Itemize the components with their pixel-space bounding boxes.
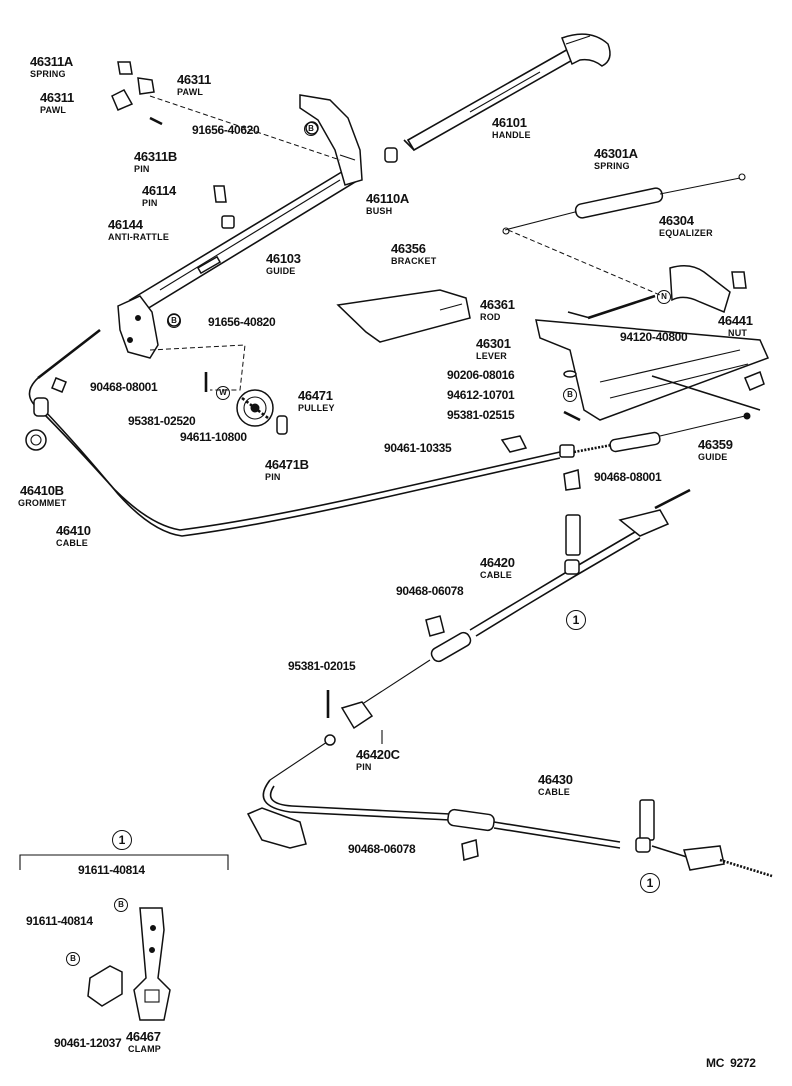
- part-name-46144: ANTI-RATTLE: [108, 232, 170, 242]
- pulley-part: [204, 372, 288, 435]
- part-number-46410B: 46410B: [20, 483, 64, 498]
- cable-46430: [246, 734, 773, 878]
- ref-90206-08016: 90206-08016: [447, 368, 515, 382]
- part-name-46359: GUIDE: [698, 452, 728, 462]
- ref-90468-08001-a: 90468-08001: [90, 380, 158, 394]
- part-number-46301A: 46301A: [594, 146, 638, 161]
- badge-n: N: [657, 290, 671, 304]
- ref-90461-12037: 90461-12037: [54, 1036, 122, 1050]
- ref-95381-02015: 95381-02015: [288, 659, 356, 673]
- part-name-46103: GUIDE: [266, 266, 296, 276]
- part-name-46467: CLAMP: [128, 1044, 161, 1054]
- ref-94120-40800: 94120-40800: [620, 330, 688, 344]
- part-number-46359: 46359: [698, 437, 733, 452]
- badge-b-3: B: [563, 388, 577, 402]
- ref-90461-10335: 90461-10335: [384, 441, 452, 455]
- badge-b-4: B: [114, 898, 128, 912]
- part-name-46410: CABLE: [56, 538, 88, 548]
- part-number-46471: 46471: [298, 388, 333, 403]
- part-name-46110A: BUSH: [366, 206, 393, 216]
- part-name-46420: CABLE: [480, 570, 512, 580]
- part-number-46301: 46301: [476, 336, 511, 351]
- part-number-46103: 46103: [266, 251, 301, 266]
- small-lever-parts: [500, 370, 581, 453]
- part-name-46356: BRACKET: [391, 256, 437, 266]
- part-number-46356: 46356: [391, 241, 426, 256]
- badge-b-1: B: [304, 122, 318, 136]
- ref-91611-40814-a: 91611-40814: [78, 863, 145, 877]
- spring-part: [502, 173, 746, 235]
- lever-guide-part: [535, 319, 770, 421]
- ref-91656-40620: 91656-40620: [192, 123, 260, 137]
- part-number-46311-right: 46311: [177, 72, 211, 87]
- part-name-46430: CABLE: [538, 787, 570, 797]
- part-number-46101: 46101: [492, 115, 527, 130]
- callout-1-lower: 1: [640, 873, 660, 893]
- handle-part: [403, 33, 611, 152]
- part-name-46471: PULLEY: [298, 403, 335, 413]
- part-number-46441: 46441: [718, 313, 753, 328]
- part-name-46301: LEVER: [476, 351, 508, 361]
- ref-91656-40820: 91656-40820: [208, 315, 276, 329]
- part-name-46311B: PIN: [134, 164, 150, 174]
- part-number-46311B: 46311B: [134, 149, 178, 164]
- part-number-46410: 46410: [56, 523, 91, 538]
- guide-lever-part: [117, 94, 363, 359]
- ref-90468-06078-b: 90468-06078: [348, 842, 416, 856]
- ref-94611-10800: 94611-10800: [180, 430, 247, 444]
- clamp-detail: [87, 907, 171, 1021]
- badge-w: W: [216, 386, 230, 400]
- part-name-46311A: SPRING: [30, 69, 66, 79]
- part-name-46441: NUT: [728, 328, 748, 338]
- ref-91611-40814-b: 91611-40814: [26, 914, 93, 928]
- dashed-leader-2: [507, 229, 661, 296]
- part-number-46430: 46430: [538, 772, 573, 787]
- part-number-46311A: 46311A: [30, 54, 74, 69]
- ref-95381-02520: 95381-02520: [128, 414, 196, 428]
- bush-part: [384, 147, 398, 163]
- part-number-46361: 46361: [480, 297, 515, 312]
- bracket-part: [336, 289, 471, 343]
- callout-1-upper: 1: [566, 610, 586, 630]
- part-number-46304: 46304: [659, 213, 694, 228]
- part-name-46101: HANDLE: [492, 130, 531, 140]
- part-name-46304: EQUALIZER: [659, 228, 713, 238]
- cable-46410: [25, 328, 746, 537]
- rod-part: [567, 294, 656, 320]
- ref-90468-08001-b: 90468-08001: [594, 470, 662, 484]
- cable-46420: [326, 488, 691, 744]
- part-number-46420: 46420: [480, 555, 515, 570]
- callout-bracket: [19, 854, 229, 870]
- ref-95381-02515: 95381-02515: [447, 408, 515, 422]
- part-number-46420C: 46420C: [356, 747, 400, 762]
- part-name-46410B: GROMMET: [18, 498, 67, 508]
- part-number-46471B: 46471B: [265, 457, 309, 472]
- part-number-46467: 46467: [126, 1029, 161, 1044]
- badge-b-2: B: [167, 314, 181, 328]
- part-name-46420C: PIN: [356, 762, 372, 772]
- part-number-46114: 46114: [142, 183, 176, 198]
- part-name-46301A: SPRING: [594, 161, 630, 171]
- part-name-46114: PIN: [142, 198, 158, 208]
- part-name-46471B: PIN: [265, 472, 281, 482]
- part-number-46144: 46144: [108, 217, 143, 232]
- dashed-leader-3: [149, 344, 246, 391]
- equalizer-part: [669, 265, 747, 314]
- ref-90468-06078-a: 90468-06078: [396, 584, 464, 598]
- part-name-46361: ROD: [480, 312, 501, 322]
- part-name-46311-right: PAWL: [177, 87, 204, 97]
- callout-1-detail-header: 1: [112, 830, 132, 850]
- badge-b-5: B: [66, 952, 80, 966]
- footer-code: MC 9272: [706, 1056, 756, 1070]
- ref-94612-10701: 94612-10701: [447, 388, 515, 402]
- dashed-leader-1: [149, 95, 341, 161]
- part-name-46311-left: PAWL: [40, 105, 67, 115]
- part-number-46110A: 46110A: [366, 191, 410, 206]
- part-number-46311-left: 46311: [40, 90, 74, 105]
